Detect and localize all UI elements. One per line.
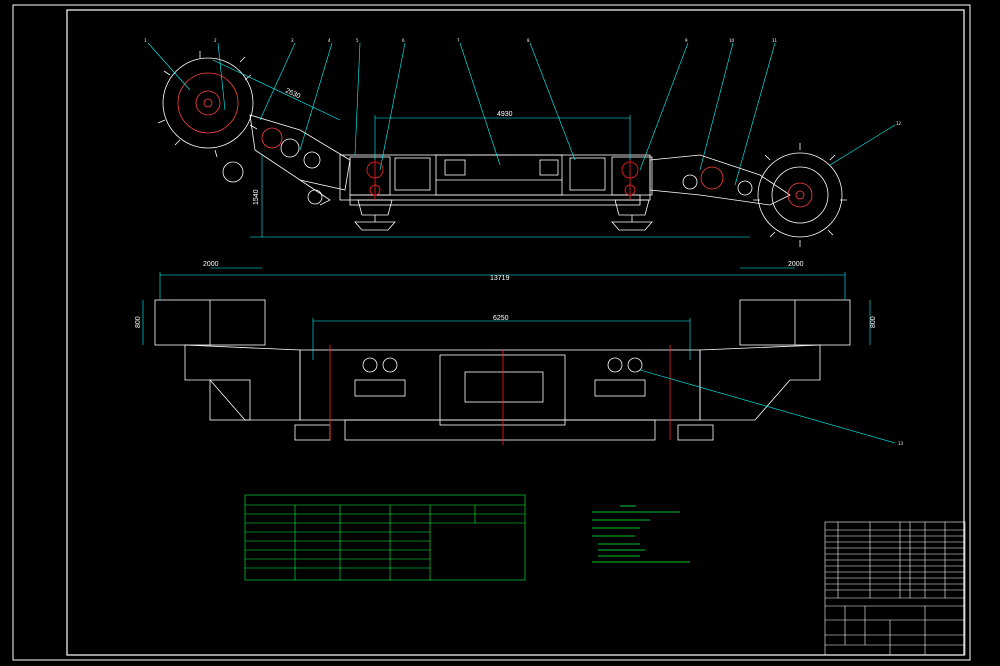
dim-height: 1540 [253,189,260,205]
callout-2: 2 [214,38,217,43]
plan-view [154,299,851,441]
title-block [824,521,966,656]
callout-5: 5 [356,38,359,43]
plan-center-lines [329,345,671,445]
callout-3: 3 [291,38,294,43]
side-view-dimensions [147,42,896,237]
shoe-icon [354,199,396,231]
callout-12: 12 [896,121,902,126]
cutting-drum-icon [753,143,847,247]
side-view [157,51,847,247]
dim-overall-length: 13719 [490,275,510,282]
dim-right-height: 800 [870,316,877,328]
callout-labels: 1 2 3 4 5 6 7 8 9 10 11 12 13 [144,38,904,446]
ranging-arm-icon [249,114,351,206]
callout-1: 1 [144,38,147,43]
ranging-arm-icon [649,154,791,206]
callout-6: 6 [402,38,405,43]
shoe-icon [611,199,653,231]
callout-9: 9 [685,38,688,43]
outer-border [12,4,971,661]
cutting-drum-icon [157,51,258,183]
dim-axle-spacing-top: 4930 [497,111,513,118]
dim-right-width: 2000 [788,261,804,268]
dim-left-height: 800 [135,316,142,328]
dim-arm-length: 2630 [284,87,301,100]
tech-notes [592,505,690,563]
inner-border [66,9,965,656]
callout-10: 10 [729,38,735,43]
callout-8: 8 [527,38,530,43]
plan-dimensions [142,267,896,444]
dim-left-width: 2000 [203,261,219,268]
callout-7: 7 [457,38,460,43]
callout-13: 13 [898,441,904,446]
machine-body [339,154,651,201]
tech-table [244,494,526,581]
dim-axle-spacing-bottom: 6250 [493,315,509,322]
callout-11: 11 [772,38,778,43]
callout-4: 4 [328,38,331,43]
